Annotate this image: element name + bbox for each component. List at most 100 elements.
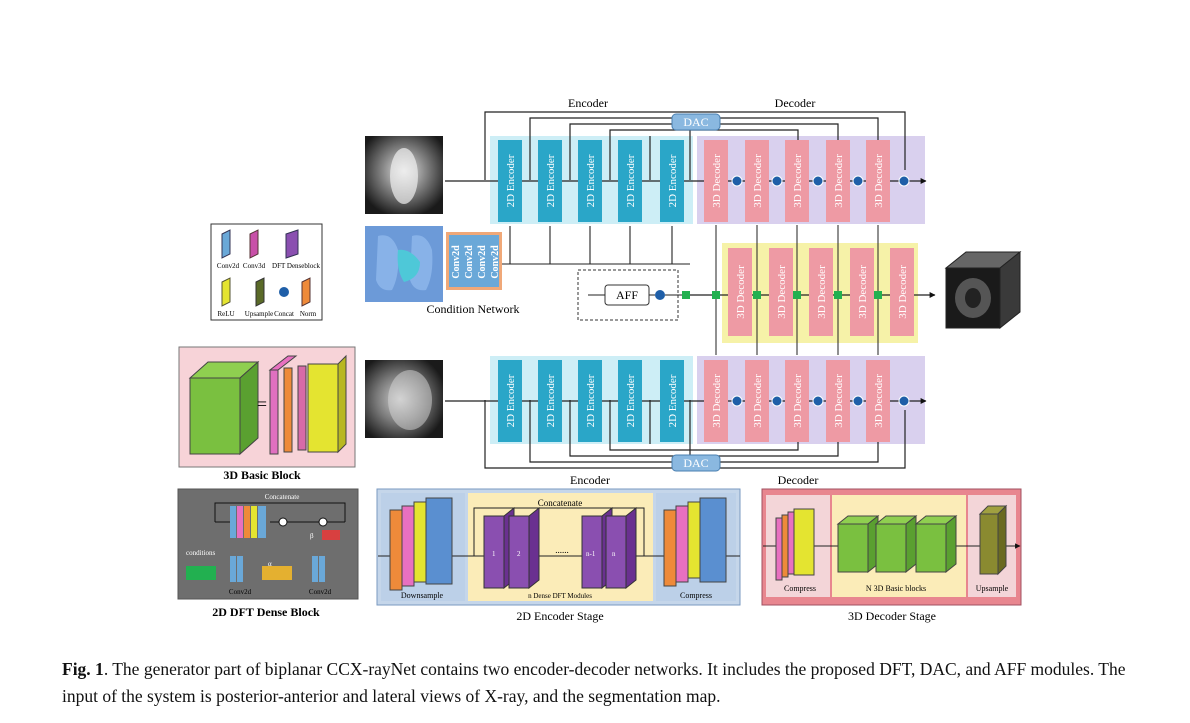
bottom-decoder-bg <box>697 356 925 444</box>
encoder-stage-title: 2D Encoder Stage <box>516 609 603 623</box>
decoder-stage-title: 3D Decoder Stage <box>848 609 936 623</box>
legend-conv3d-icon <box>249 229 259 259</box>
bot-enc-label-2: 2D Encoder <box>545 374 557 427</box>
bottom-dac-label: DAC <box>683 456 708 470</box>
bot-dec-label-4: 3D Decoder <box>833 374 845 428</box>
dft-alpha: α <box>268 560 272 568</box>
cond-conv-3: Conv2d <box>477 245 488 279</box>
top-enc-label-5: 2D Encoder <box>667 154 679 207</box>
mid-dec-label-5: 3D Decoder <box>897 265 909 319</box>
top-enc-label-2: 2D Encoder <box>545 154 557 207</box>
basic-block-panel: = 3D Basic Block <box>178 346 356 482</box>
mid-dec-label-2: 3D Decoder <box>776 265 788 319</box>
dft-conditions-label: conditions <box>186 549 215 557</box>
top-enc-label-3: 2D Encoder <box>585 154 597 207</box>
top-enc-label-4: 2D Encoder <box>625 154 637 207</box>
middle-decoder: 3D Decoder 3D Decoder 3D Decoder 3D Deco… <box>690 225 936 355</box>
bot-enc-label-5: 2D Encoder <box>667 374 679 427</box>
legend-label-conv3d: Conv3d <box>243 262 266 270</box>
decoder-stage-panel: Compress N 3D Basic blocks Upsample 3D D… <box>761 488 1022 623</box>
bottom-network: DAC 2D Encoder 2D Encoder 2D Encoder 2D … <box>445 356 927 487</box>
bot-dec-label-2: 3D Decoder <box>752 374 764 428</box>
top-dec-label-1: 3D Decoder <box>711 154 723 208</box>
dft-conv2d-b: Conv2d <box>309 588 332 596</box>
condition-network: Conv2d Conv2d Conv2d Conv2d Condition Ne… <box>427 226 690 316</box>
encoder-module-1: 1 <box>492 550 496 558</box>
caption-text: . The generator part of biplanar CCX-ray… <box>62 659 1126 706</box>
encoder-dense-modules-label: n Dense DFT Modules <box>528 592 592 600</box>
mid-dec-label-3: 3D Decoder <box>816 265 828 319</box>
decoder-upsample-label: Upsample <box>976 584 1009 593</box>
cond-conv-2: Conv2d <box>464 245 475 279</box>
bottom-decoder-label: Decoder <box>778 473 819 487</box>
legend-label-upsample: Upsample <box>245 310 273 318</box>
legend-label-norm: Norm <box>300 310 317 318</box>
bot-enc-label-1: 2D Encoder <box>505 374 517 427</box>
dft-concatenate-label: Concatenate <box>265 493 300 501</box>
condition-network-label: Condition Network <box>427 302 520 316</box>
bot-dec-label-1: 3D Decoder <box>711 374 723 428</box>
bot-dec-label-5: 3D Decoder <box>873 374 885 428</box>
xray-lateral-image <box>365 360 443 438</box>
bottom-concat-nodes <box>731 395 910 407</box>
encoder-stage-panel: Concatenate Downsample 1 2 ...... n-1 n … <box>376 488 741 623</box>
top-decoder-bg <box>697 136 925 224</box>
mid-dec-label-1: 3D Decoder <box>735 265 747 319</box>
basic-block-title: 3D Basic Block <box>223 468 301 482</box>
legend-concat-icon <box>279 287 289 297</box>
legend-relu-icon <box>221 277 231 307</box>
aff-module: AFF <box>577 269 690 321</box>
dft-conv2d-a: Conv2d <box>229 588 252 596</box>
legend-label-relu: ReLU <box>217 310 234 318</box>
mid-dec-label-4: 3D Decoder <box>857 265 869 319</box>
legend-label-conv2d: Conv2d <box>217 262 240 270</box>
top-dac-box <box>671 113 721 131</box>
encoder-module-dots: ...... <box>555 545 569 555</box>
legend-conv2d-icon <box>221 229 231 259</box>
dft-dense-panel: Concatenate β conditions α Conv2d Conv2d… <box>177 488 359 619</box>
legend-dft-icon <box>285 229 299 259</box>
encoder-module-2: 2 <box>517 550 521 558</box>
cond-conv-1: Conv2d <box>451 245 462 279</box>
middle-green-nodes <box>712 291 882 299</box>
bottom-encoder-label: Encoder <box>570 473 610 487</box>
encoder-stage-concatenate: Concatenate <box>538 498 582 508</box>
dft-beta: β <box>310 532 314 540</box>
cond-conv-4: Conv2d <box>490 245 501 279</box>
encoder-module-nm1: n-1 <box>586 550 596 558</box>
top-decoder-blocks: 3D Decoder 3D Decoder 3D Decoder 3D Deco… <box>704 140 890 222</box>
ct-output-cube <box>944 250 1022 330</box>
dft-dense-title: 2D DFT Dense Block <box>212 605 320 619</box>
aff-concat-node <box>655 290 665 300</box>
legend-upsample-icon <box>255 277 265 307</box>
caption-label: Fig. 1 <box>62 659 104 679</box>
top-dec-label-2: 3D Decoder <box>752 154 764 208</box>
legend: Conv2d Conv3d DFT Denseblock ReLU Upsamp… <box>210 223 323 321</box>
bottom-dac-box <box>671 454 721 472</box>
bot-dec-label-3: 3D Decoder <box>792 374 804 428</box>
encoder-module-n: n <box>612 550 616 558</box>
bot-enc-label-4: 2D Encoder <box>625 374 637 427</box>
basic-block-equals: = <box>257 394 267 414</box>
top-concat-nodes <box>731 175 910 187</box>
bot-enc-label-3: 2D Encoder <box>585 374 597 427</box>
top-dec-label-4: 3D Decoder <box>833 154 845 208</box>
top-dec-label-3: 3D Decoder <box>792 154 804 208</box>
top-dec-label-5: 3D Decoder <box>873 154 885 208</box>
top-network: Encoder Decoder DAC 2D Encoder 2D Encode… <box>445 96 927 224</box>
figure-caption: Fig. 1. The generator part of biplanar C… <box>62 656 1142 710</box>
segmentation-map <box>365 226 443 302</box>
xray-pa-image <box>365 136 443 214</box>
encoder-downsample-label: Downsample <box>401 591 444 600</box>
legend-label-dft: DFT Denseblock <box>272 262 320 270</box>
decoder-basic-blocks-label: N 3D Basic blocks <box>866 584 926 593</box>
top-decoder-label: Decoder <box>775 96 816 110</box>
condition-lines <box>502 226 690 265</box>
top-encoder-blocks: 2D Encoder 2D Encoder 2D Encoder 2D Enco… <box>498 140 684 222</box>
encoder-compress-label: Compress <box>680 591 712 600</box>
legend-label-concat: Concat <box>274 310 294 318</box>
legend-norm-icon <box>301 277 311 307</box>
top-encoder-label: Encoder <box>568 96 608 110</box>
aff-label: AFF <box>616 288 638 302</box>
top-enc-label-1: 2D Encoder <box>505 154 517 207</box>
